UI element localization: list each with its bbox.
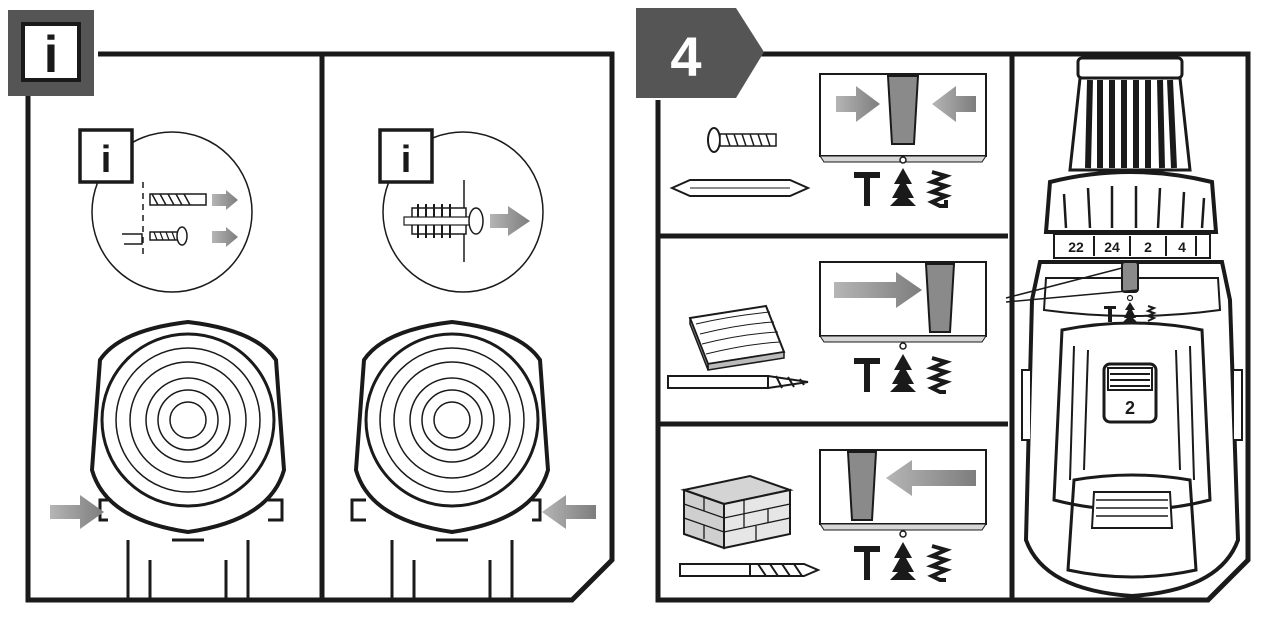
hammer-mode-icon-2 — [854, 358, 880, 392]
screw-mode-icon-3 — [890, 542, 916, 580]
forward-arrow-icon — [490, 206, 530, 236]
arrow-left-icon — [886, 460, 976, 496]
switch-push-right-arrow-icon — [50, 495, 104, 529]
left-frame — [25, 51, 615, 603]
step-badge: 4 — [636, 8, 764, 98]
inset-info-label-2: i — [401, 139, 412, 181]
dial-label-2: 2 — [1144, 239, 1152, 255]
masonry-drill-bit-icon — [679, 563, 821, 577]
inset-forward-direction: i — [378, 128, 544, 293]
drill-front-view-right — [350, 319, 551, 600]
gear-selector: 2 — [1102, 362, 1158, 424]
wall-plug-screw-icon — [403, 204, 484, 238]
dial-label-4: 4 — [1178, 239, 1186, 255]
step-number: 4 — [670, 25, 701, 88]
inset-info-box — [78, 128, 134, 184]
mode-icons-row2 — [854, 354, 952, 394]
inset-info-box-2 — [378, 128, 434, 184]
screw-icon — [149, 226, 188, 246]
inset-info-label: i — [101, 139, 112, 181]
switch-push-left-arrow-icon — [542, 495, 596, 529]
row-screwdriving — [669, 73, 987, 208]
drill-mode-icon — [926, 170, 952, 208]
reverse-arrow-icon — [212, 190, 238, 210]
wood-drill-bit-icon — [667, 375, 809, 389]
selector-panel-3 — [819, 449, 987, 538]
callout-lines — [1005, 267, 1139, 303]
screw-icon-row1 — [707, 127, 777, 153]
mode-icons-drill-body — [1104, 302, 1157, 322]
arrow-center-from-right-icon — [932, 86, 976, 122]
screw-mode-icon-2 — [890, 354, 916, 392]
brick-block-icon — [680, 474, 794, 550]
screw-mode-icon — [890, 168, 916, 206]
inset-reverse-direction: i — [78, 128, 253, 293]
drill-front-view-left — [89, 319, 287, 600]
row-drilling-masonry — [679, 449, 987, 582]
info-badge-label: i — [44, 26, 58, 84]
mode-icons-row1 — [854, 168, 952, 208]
screwdriver-bit-icon — [669, 179, 811, 197]
right-frame — [655, 51, 1251, 603]
arrow-center-from-left-icon — [836, 86, 880, 122]
dial-label-22: 22 — [1068, 239, 1084, 255]
reverse-arrow-icon-2 — [212, 227, 238, 247]
row-drilling-wood — [667, 261, 987, 394]
hammer-mode-icon-3 — [854, 546, 880, 580]
drill-bit-icon — [149, 193, 207, 206]
gear-selector-value: 2 — [1125, 398, 1135, 418]
wood-block-icon — [688, 304, 786, 371]
hammer-mode-icon — [854, 172, 880, 206]
selector-panel-2 — [819, 261, 987, 350]
arrow-right-icon — [834, 272, 922, 308]
info-badge: i — [8, 10, 94, 96]
drill-mode-icon-3 — [926, 544, 952, 582]
dial-label-24: 24 — [1104, 239, 1120, 255]
mode-icons-row3 — [854, 542, 952, 582]
selector-panel-1 — [819, 73, 987, 164]
drill-mode-icon-2 — [926, 356, 952, 394]
drill-top-view: 22 24 2 4 2 — [1021, 56, 1243, 599]
